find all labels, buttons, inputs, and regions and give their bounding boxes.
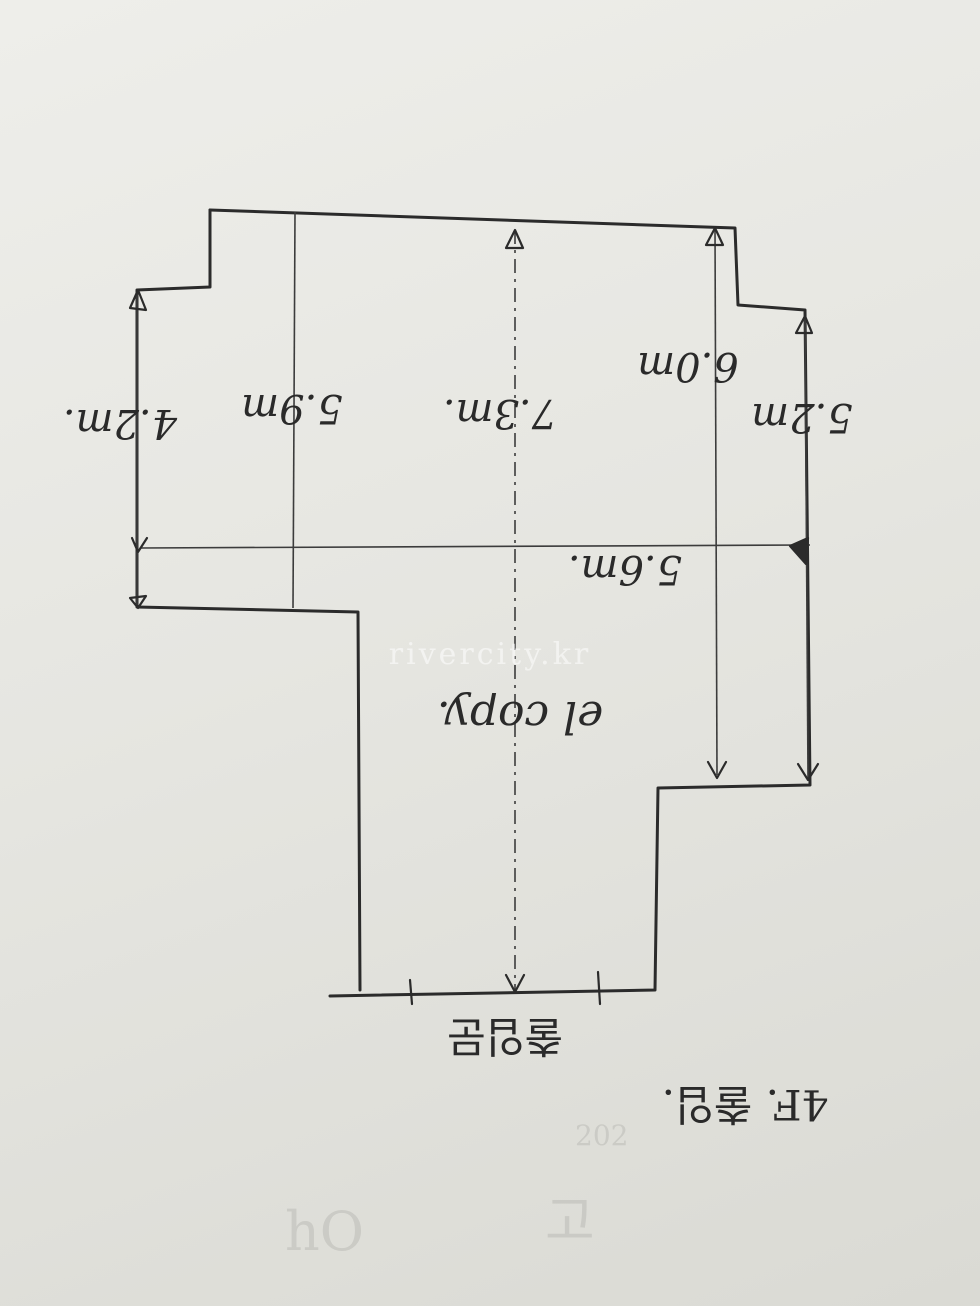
outer-wall-left	[135, 208, 362, 992]
door-tick-icon	[408, 978, 414, 1006]
arrow-icon	[504, 973, 526, 994]
arrow-icon	[706, 760, 728, 780]
bleed-mark-2: hO	[285, 1200, 364, 1263]
outer-wall	[208, 208, 812, 998]
door-tick-icon	[596, 970, 602, 1006]
dim-line-left-inner	[292, 211, 296, 609]
dim-label-right-inner: 6.0m	[637, 343, 739, 389]
bleed-mark-0: 202	[575, 1119, 628, 1152]
arrow-icon	[128, 594, 148, 610]
watermark: rivercity.kr	[389, 637, 591, 672]
dim-label-center: 7.3m.	[443, 390, 557, 436]
dim-line-width	[139, 544, 811, 549]
arrow-icon	[794, 314, 814, 335]
arrow-icon	[788, 536, 810, 566]
arrow-icon	[128, 288, 148, 312]
arrow-icon	[130, 536, 149, 554]
dimension-arrows	[128, 226, 820, 1006]
bleed-mark-1: 고	[545, 1190, 595, 1253]
bleed-through-marks: 고 hO 202	[285, 1119, 628, 1263]
room-note: el copy.	[437, 691, 603, 742]
dim-label-left: 4.2m.	[63, 400, 178, 446]
dim-label-right: 5.2m	[751, 394, 853, 440]
dim-line-right-inner	[714, 227, 718, 776]
door-label: 출입문	[447, 1012, 563, 1061]
footer-note: 4F. 출입.	[662, 1080, 829, 1129]
dim-label-left-inner: 5.9m	[241, 385, 343, 431]
arrow-icon	[504, 228, 525, 250]
arrow-icon	[796, 762, 820, 782]
arrow-icon	[704, 226, 725, 247]
dim-label-width: 5.6m.	[568, 546, 682, 592]
